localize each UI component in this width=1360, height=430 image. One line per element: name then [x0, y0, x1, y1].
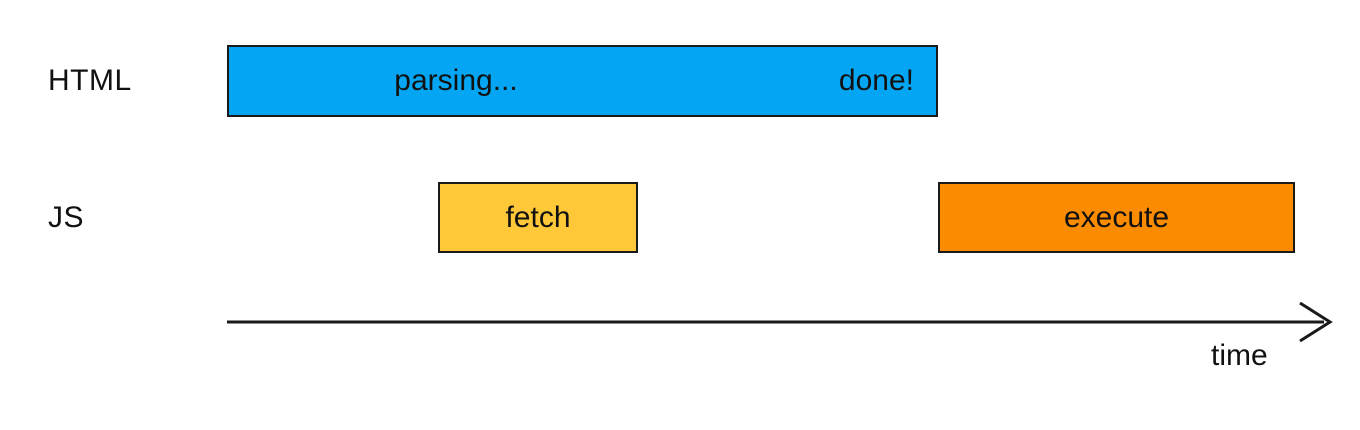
done-label: done! — [838, 64, 914, 97]
execute-label: execute — [1063, 200, 1170, 234]
time-axis-label: time — [1211, 339, 1268, 372]
js-execute-bar: execute — [938, 182, 1295, 253]
html-parsing-bar: parsing... done! — [227, 45, 938, 117]
parsing-label: parsing... — [394, 64, 518, 97]
row-label-js: JS — [48, 200, 85, 234]
row-label-html: HTML — [48, 64, 132, 97]
fetch-label: fetch — [505, 200, 571, 234]
js-fetch-bar: fetch — [438, 182, 638, 253]
